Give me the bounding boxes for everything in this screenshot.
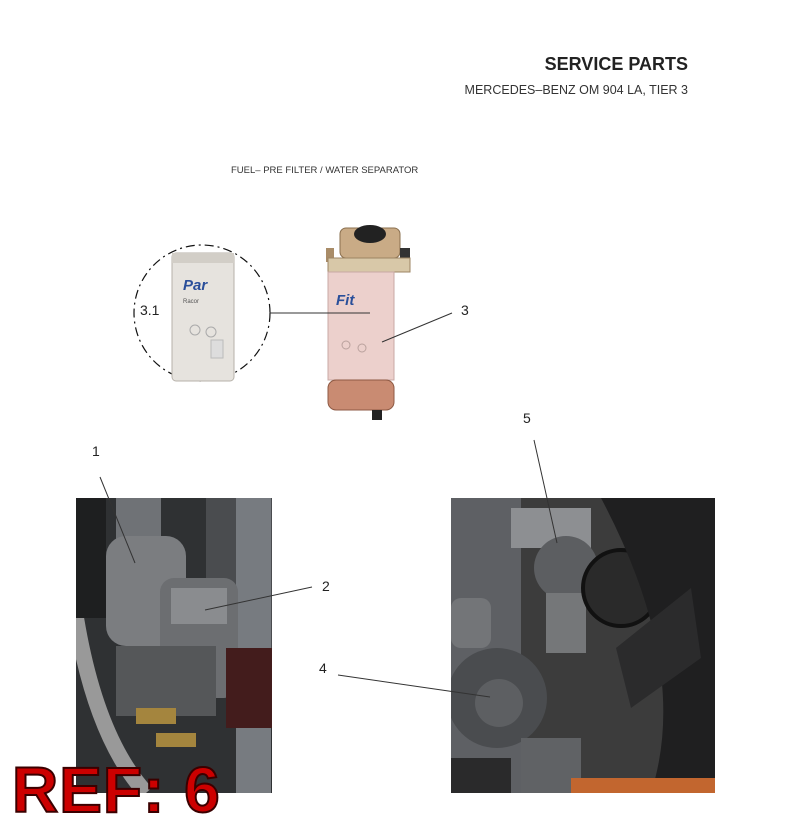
- callout-5: 5: [523, 410, 531, 426]
- page-subtitle: MERCEDES–BENZ OM 904 LA, TIER 3: [464, 83, 688, 97]
- page-title: SERVICE PARTS: [544, 54, 688, 74]
- callout-1: 1: [92, 443, 100, 459]
- callout-3-1: 3.1: [140, 302, 160, 318]
- filter-brand-left-text: Par: [183, 277, 208, 294]
- callout-3: 3: [461, 302, 469, 318]
- callout-4: 4: [319, 660, 327, 676]
- engine-photo-left: [76, 498, 272, 793]
- ref-stamp: REF: 6: [11, 754, 221, 826]
- engine-photo-right: [451, 498, 715, 793]
- filter-brand-right-text: Fit: [336, 292, 355, 309]
- section-title: FUEL– PRE FILTER / WATER SEPARATOR: [231, 165, 419, 176]
- filter-sub-text: Racor: [183, 299, 199, 305]
- callout-2: 2: [322, 578, 330, 594]
- pre-filter-assembly-image: Fit: [326, 225, 411, 420]
- filter-element-detail: Par Racor: [133, 244, 271, 382]
